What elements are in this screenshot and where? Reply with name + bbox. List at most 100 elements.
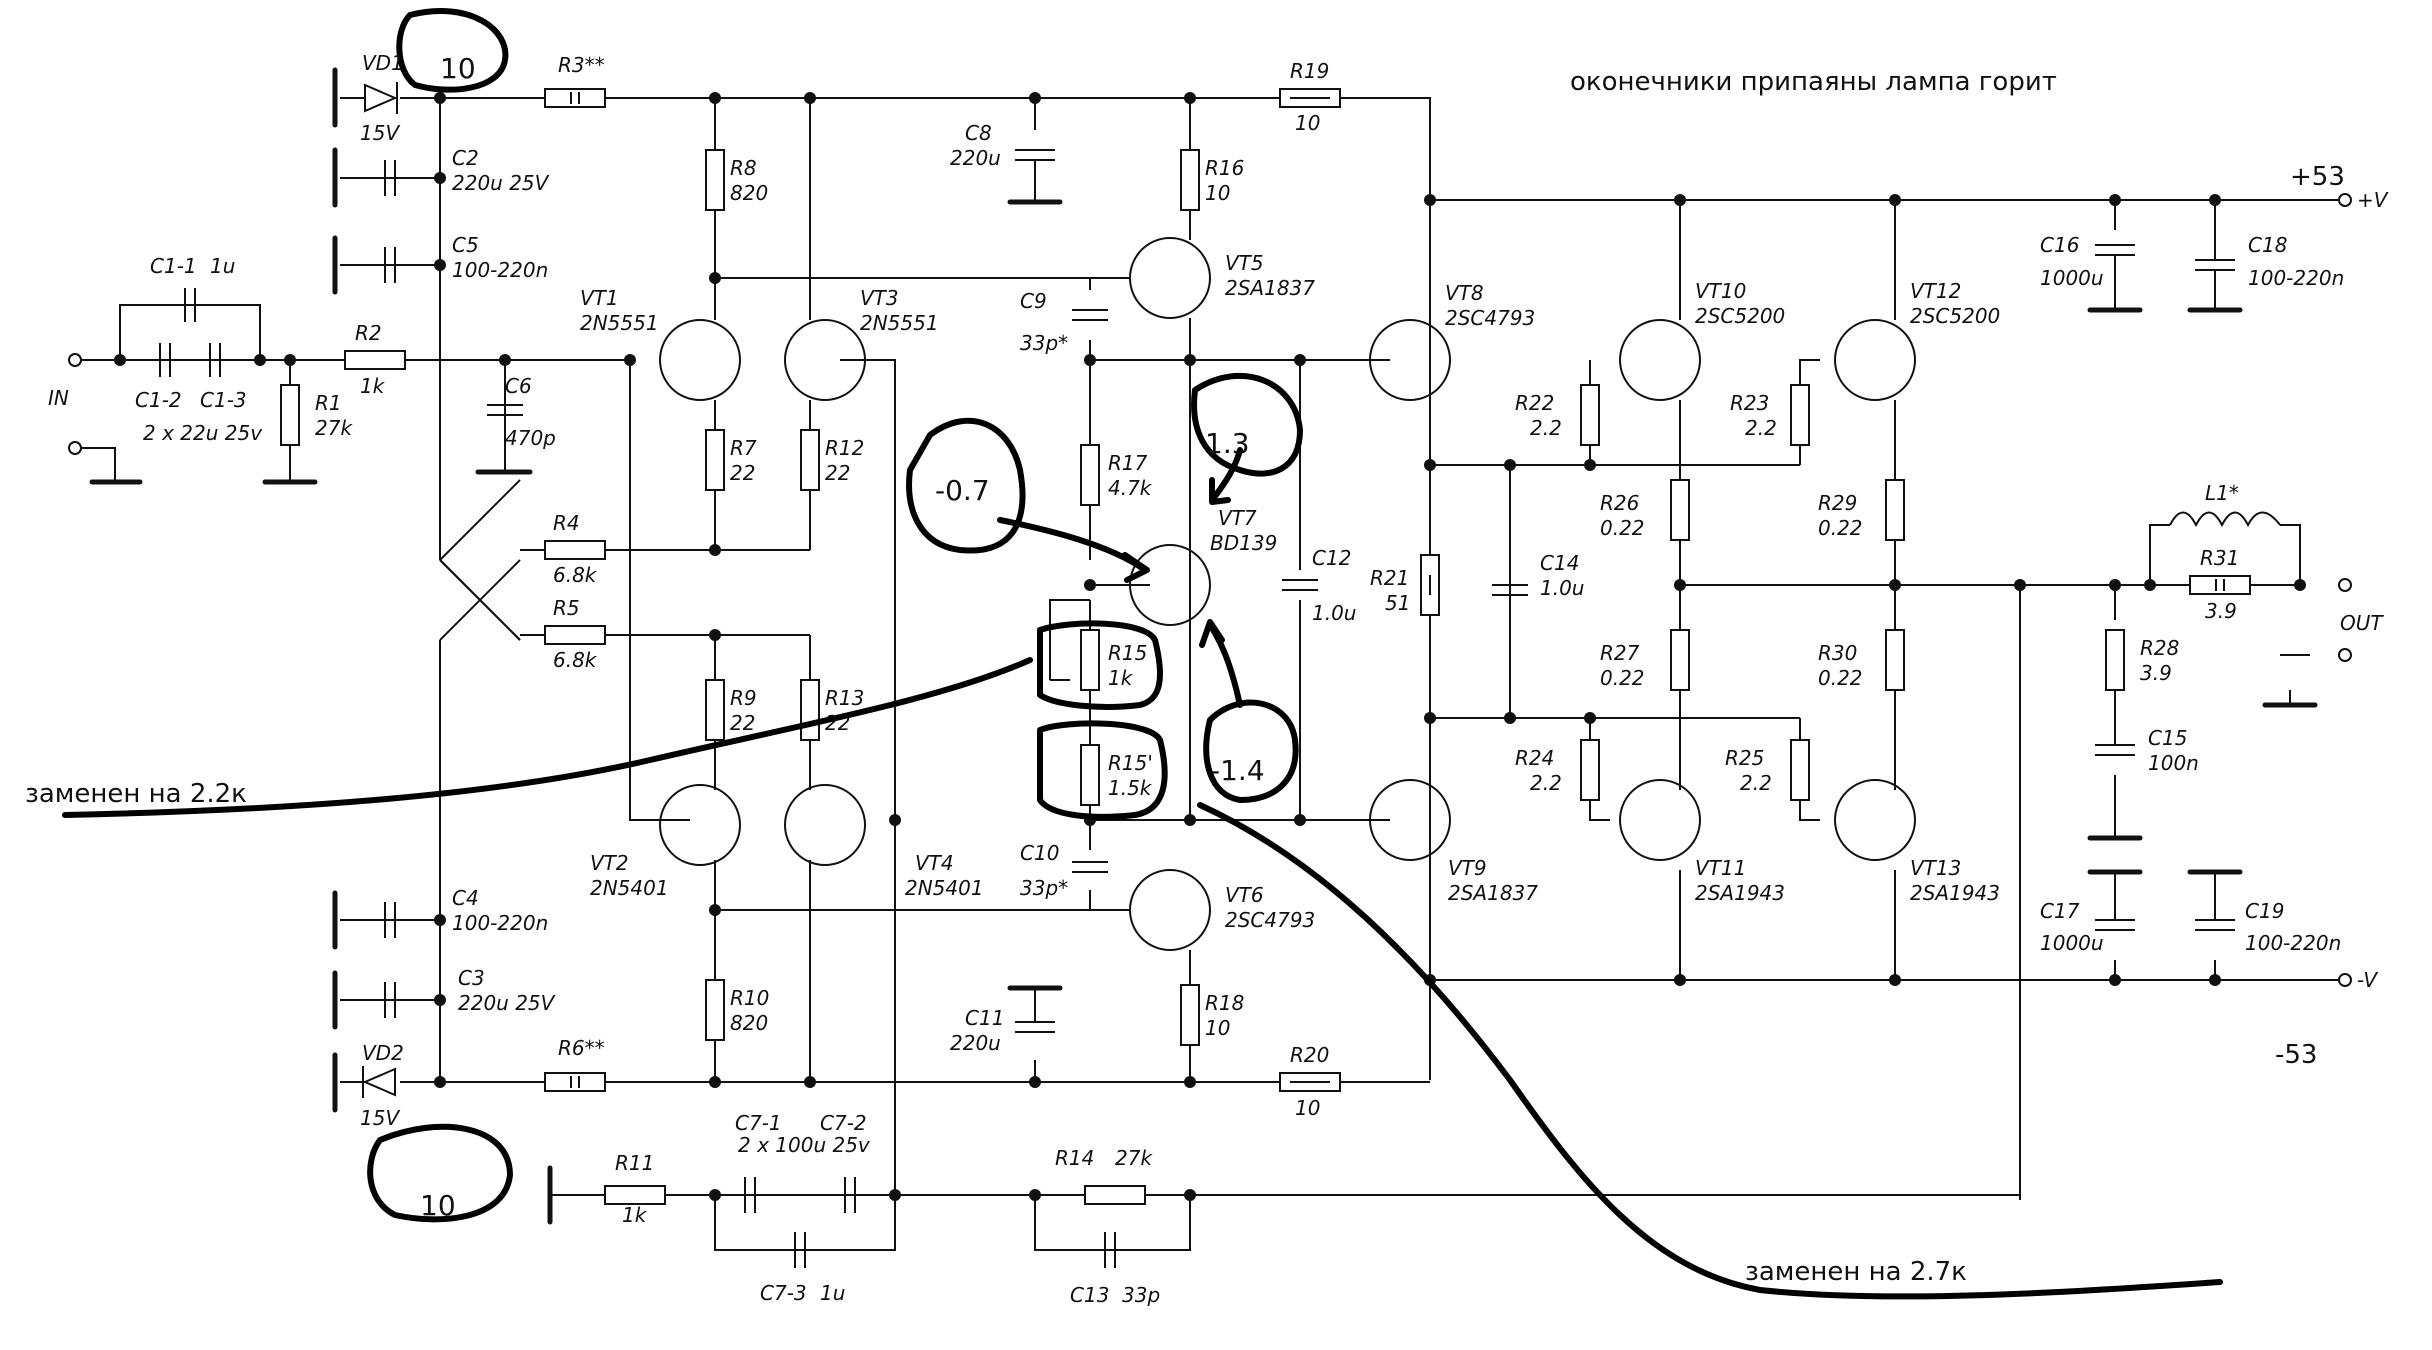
r31-value: 3.9 [2205,599,2237,623]
r12-value: 22 [825,461,850,485]
r6-ref: R6** [558,1036,605,1060]
c1-3-ref: C1-3 [200,388,247,412]
c14-ref: C14 [1540,551,1579,575]
c19-value: 100-220n [2245,931,2341,955]
vt6-value: 2SC4793 [1225,908,1315,932]
c11-ref: C11 [965,1006,1004,1030]
port-in: IN [48,386,69,410]
diode-vd2 [340,1066,396,1098]
r19-ref: R19 [1290,59,1329,83]
r10-ref: R10 [730,986,769,1010]
r16-value: 10 [1205,181,1230,205]
c1-2-ref: C1-2 [135,388,182,412]
r7-ref: R7 [730,436,757,460]
r14-value: 27k [1115,1146,1153,1170]
r13-value: 22 [825,711,850,735]
c8-value: 220u [950,146,1001,170]
note-bottom: заменен на 2.7к [1745,1257,1967,1287]
c1-note: 2 x 22u 25v [143,421,263,445]
port-out: OUT [2340,611,2384,635]
c7-1-ref: C7-1 [735,1111,782,1135]
terminals [68,193,2352,987]
vt10-value: 2SC5200 [1695,304,1785,328]
r22-value: 2.2 [1530,416,1562,440]
r30-ref: R30 [1818,641,1857,665]
c1-1-ref: C1-1 [150,254,197,278]
vt1-value: 2N5551 [580,311,659,335]
r4-value: 6.8k [553,563,598,587]
rail-pos-label: +V [2357,188,2389,212]
c12-value: 1.0u [1312,601,1356,625]
horizontal-resistors [344,88,2251,1205]
note-top: оконечники припаяны лампа горит [1570,67,2057,97]
c7-3-ref: C7-3 [760,1281,807,1305]
r30-value: 0.22 [1818,666,1863,690]
c8-ref: C8 [965,121,992,145]
rail-neg-label: -V [2357,968,2378,992]
vt2-value: 2N5401 [590,876,669,900]
vt1-ref: VT1 [580,286,619,310]
c15-ref: C15 [2148,726,2187,750]
c10-ref: C10 [1020,841,1059,865]
c13-ref: C13 [1070,1283,1109,1307]
capacitors [159,149,2235,1268]
r1-ref: R1 [315,391,342,415]
hand-annotations [62,8,2223,1300]
r3-ref: R3** [558,53,605,77]
vt13-ref: VT13 [1910,856,1961,880]
r11-value: 1k [622,1203,648,1227]
c14-value: 1.0u [1540,576,1584,600]
r13-ref: R13 [825,686,864,710]
vt9-ref: VT9 [1448,856,1487,880]
r18-ref: R18 [1205,991,1244,1015]
vt6-ref: VT6 [1225,883,1264,907]
r17-ref: R17 [1108,451,1148,475]
r29-ref: R29 [1818,491,1857,515]
r5-value: 6.8k [553,648,598,672]
r21-ref: R21 [1370,566,1409,590]
c10-value: 33p* [1020,876,1068,900]
vt12-value: 2SC5200 [1910,304,2000,328]
c17-value: 1000u [2040,931,2104,955]
c16-value: 1000u [2040,266,2104,290]
vt7-ref: VT7 [1218,506,1257,530]
c18-ref: C18 [2248,233,2287,257]
c6-ref: C6 [505,374,532,398]
c15-value: 100n [2148,751,2199,775]
r4-ref: R4 [553,511,580,535]
c7-2-ref: C7-2 [820,1111,867,1135]
c7-note: 2 x 100u 25v [738,1133,871,1157]
rail-neg-voltage: -53 [2275,1040,2317,1070]
r1-value: 27k [315,416,353,440]
r5-ref: R5 [553,596,580,620]
r22-ref: R22 [1515,391,1554,415]
vt8-value: 2SC4793 [1445,306,1535,330]
r21-value: 51 [1385,591,1410,615]
c9-ref: C9 [1020,289,1047,313]
r24-ref: R24 [1515,746,1554,770]
r20-ref: R20 [1290,1043,1329,1067]
c3-value: 220u 25V [458,991,556,1015]
vd2-value: 15V [360,1106,400,1130]
annotation-vd1: 10 [440,52,476,85]
vt3-value: 2N5551 [860,311,939,335]
wires [75,97,2340,1251]
vt2-ref: VT2 [590,851,629,875]
r26-value: 0.22 [1600,516,1645,540]
r23-ref: R23 [1730,391,1769,415]
vt3-ref: VT3 [860,286,899,310]
r20-value: 10 [1295,1096,1320,1120]
r25-ref: R25 [1725,746,1764,770]
r10-value: 820 [730,1011,768,1035]
r27-value: 0.22 [1600,666,1645,690]
vt12-ref: VT12 [1910,279,1961,303]
l1-ref: L1* [2205,481,2239,505]
c4-value: 100-220n [452,911,548,935]
c4-ref: C4 [452,886,479,910]
c5-ref: C5 [452,233,479,257]
vt5-ref: VT5 [1225,251,1264,275]
rail-pos-voltage: +53 [2290,162,2345,192]
c6-value: 470p [505,426,556,450]
r28-ref: R28 [2140,636,2179,660]
